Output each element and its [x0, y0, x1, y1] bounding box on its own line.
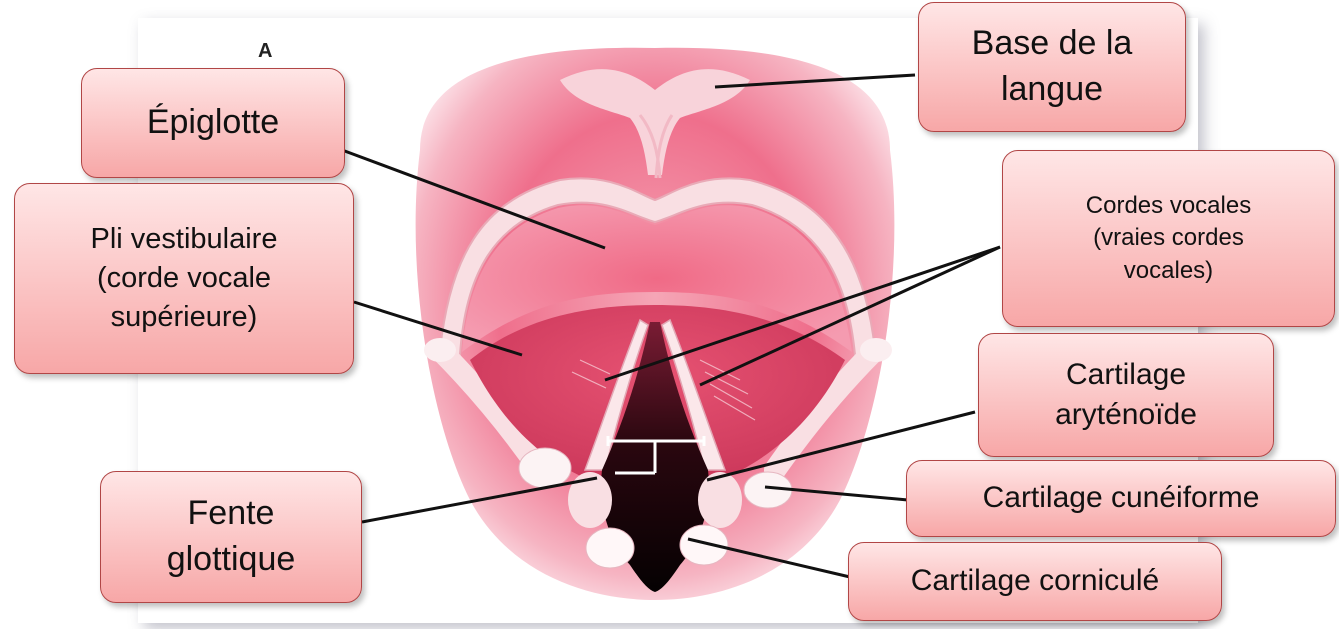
label-cordes-vocales: Cordes vocales (vraies cordes vocales) [1002, 150, 1335, 327]
label-fente-glottique: Fente glottique [100, 471, 362, 603]
label-cartilage-cuneiforme: Cartilage cunéiforme [906, 460, 1336, 537]
label-epiglotte: Épiglotte [81, 68, 345, 178]
corniculate-left [586, 528, 634, 568]
label-base-langue: Base de la langue [918, 2, 1186, 132]
arytenoid-right [698, 472, 742, 528]
cuneiform-left [519, 448, 571, 488]
label-cartilage-cornicule: Cartilage corniculé [848, 542, 1222, 621]
corniculate-right [680, 525, 728, 565]
label-cartilage-arytenoide: Cartilage aryténoïde [978, 333, 1274, 457]
panel-letter: A [258, 40, 272, 63]
label-pli-vestibulaire: Pli vestibulaire (corde vocale supérieur… [14, 183, 354, 374]
